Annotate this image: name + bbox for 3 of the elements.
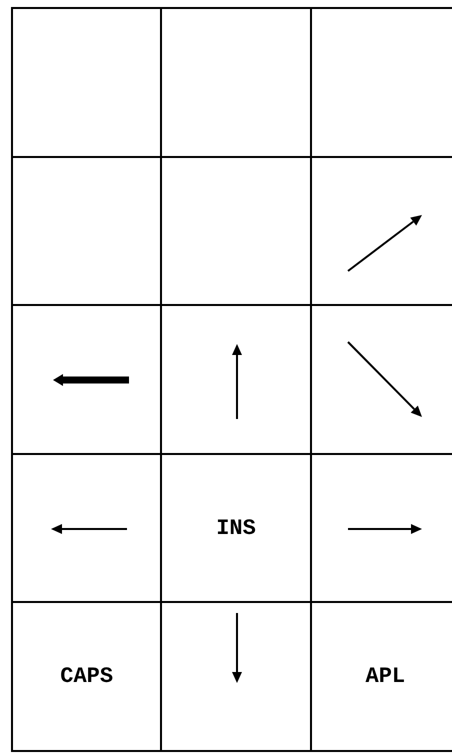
key-label: CAPS xyxy=(60,664,114,690)
key-label: APL xyxy=(366,664,406,690)
key-label: INS xyxy=(216,516,256,541)
